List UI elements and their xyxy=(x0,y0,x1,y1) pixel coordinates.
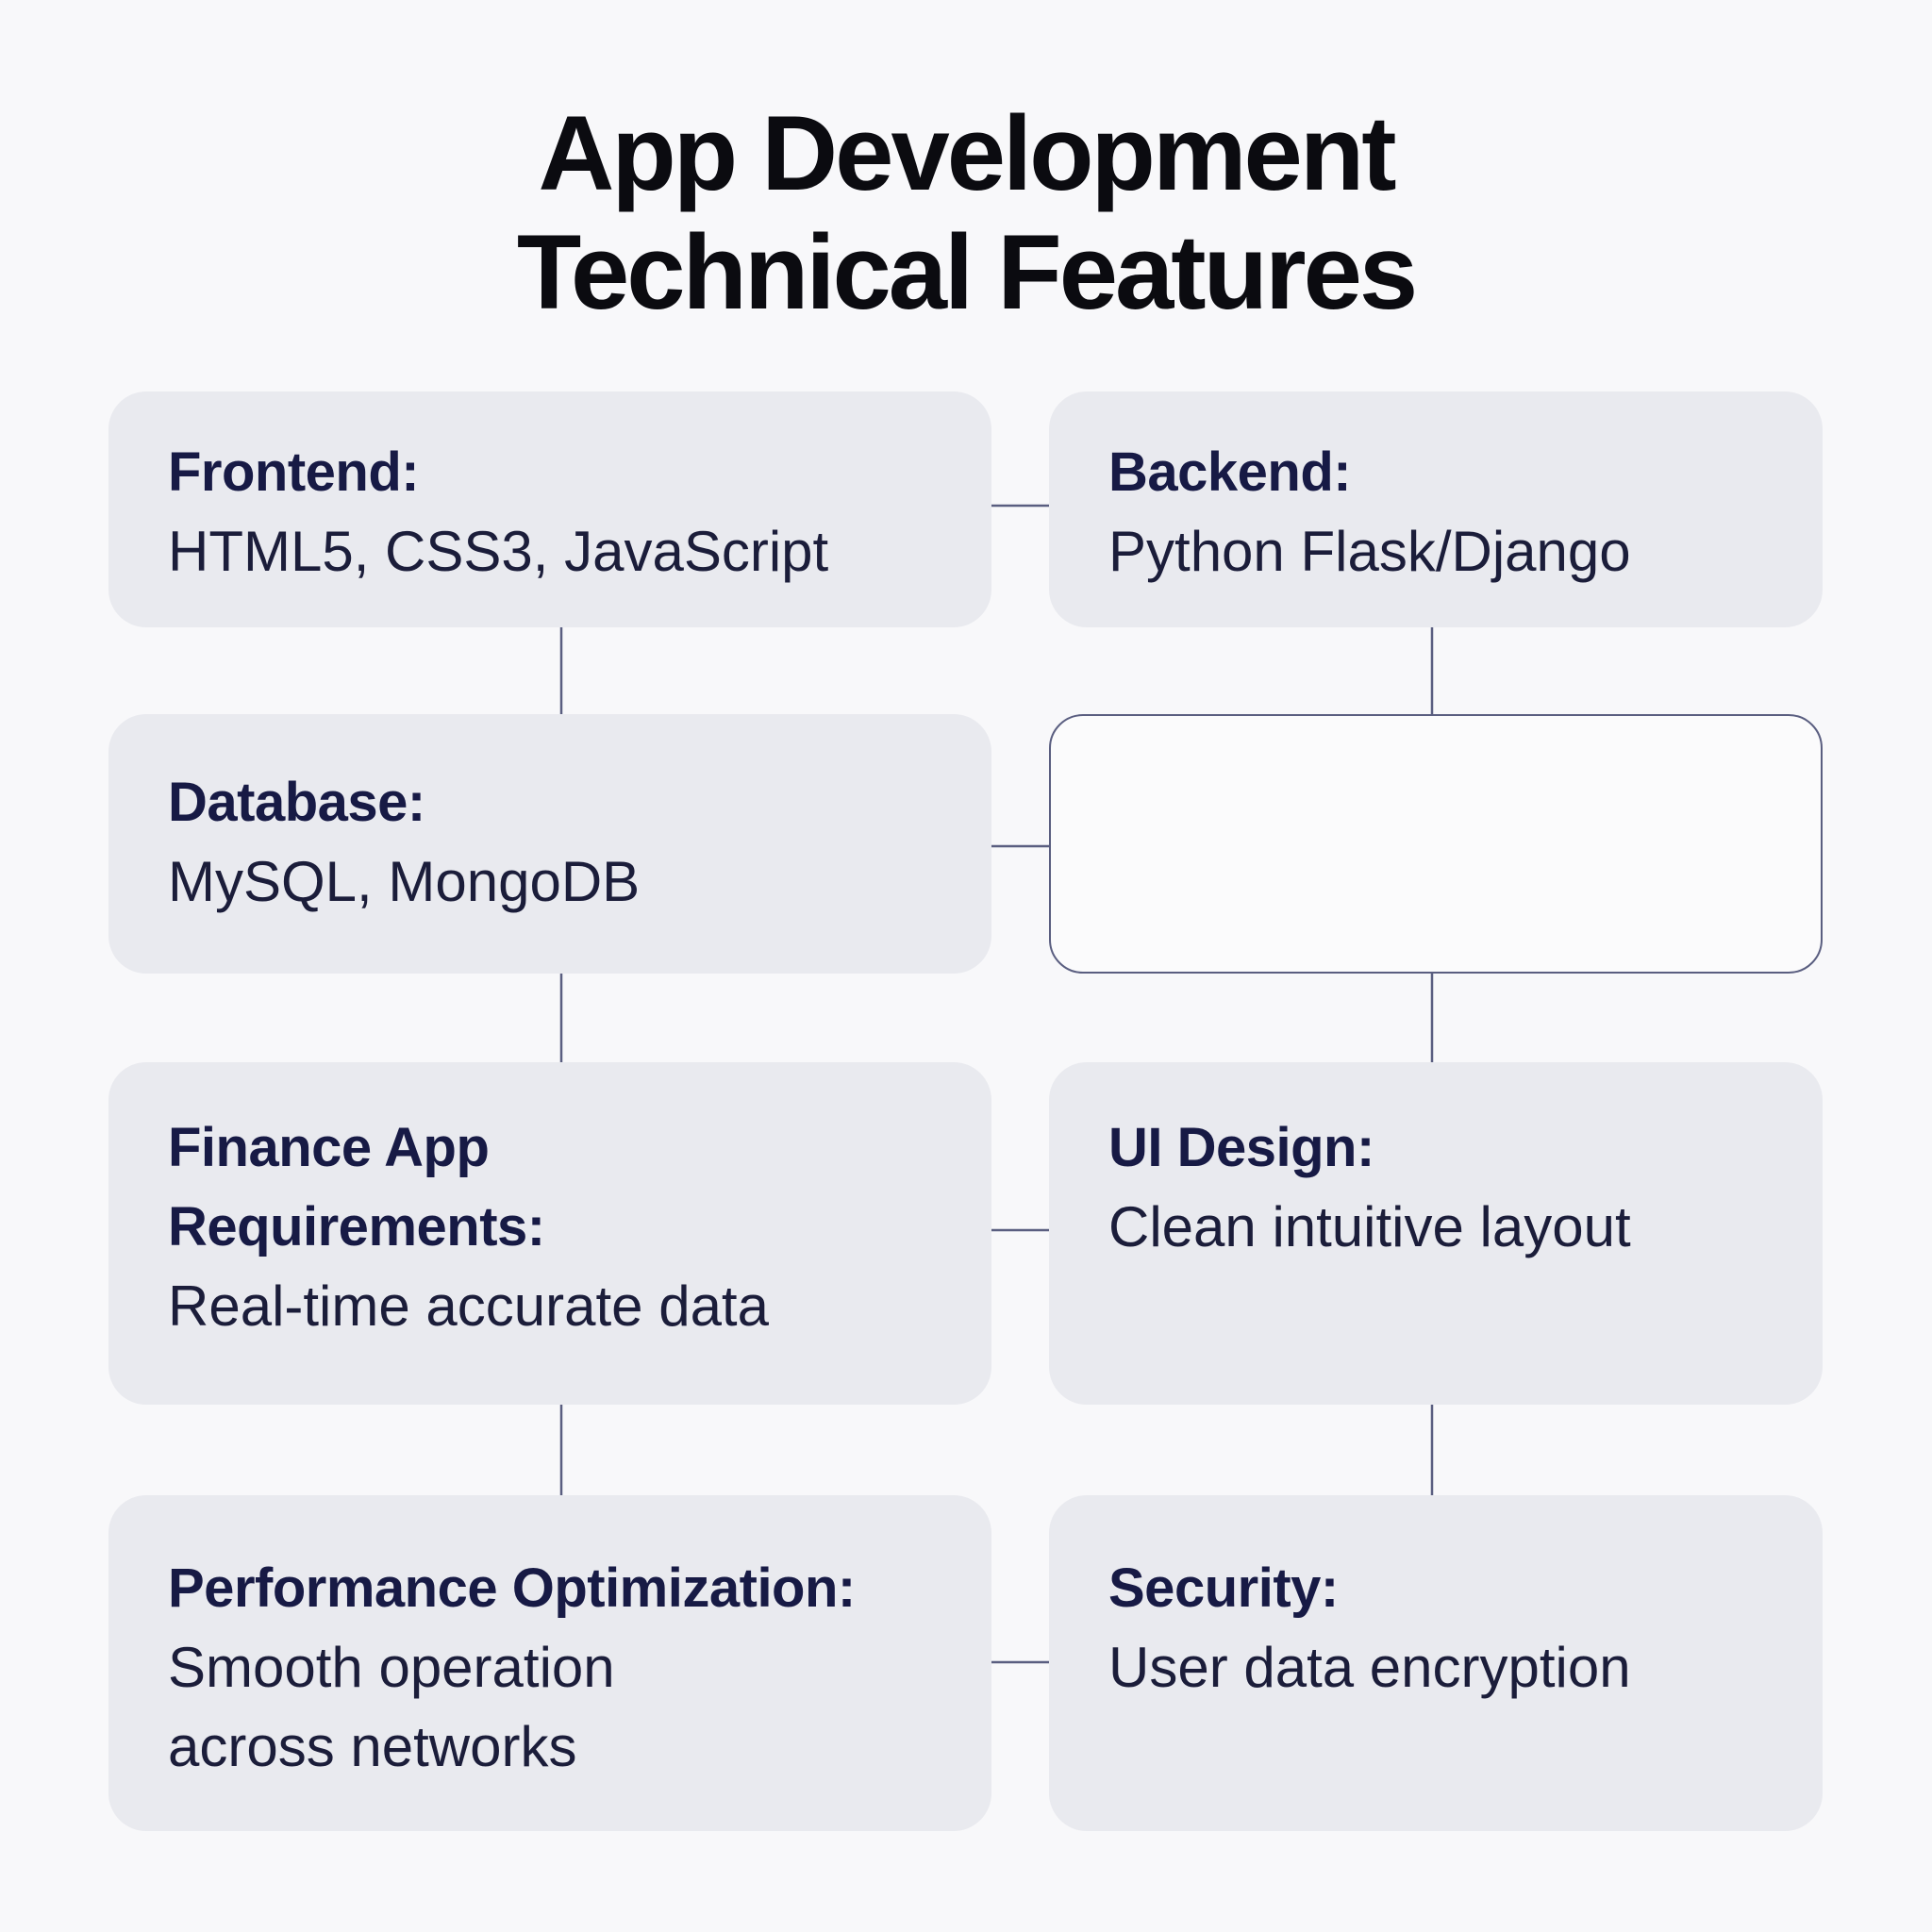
database-box: Database: MySQL, MongoDB xyxy=(108,714,991,974)
frontend-label: Frontend: xyxy=(168,441,420,503)
ui-design-box: UI Design: Clean intuitive layout xyxy=(1049,1062,1823,1405)
frontend-box: Frontend: HTML5, CSS3, JavaScript xyxy=(108,391,991,627)
performance-box: Performance Optimization: Smooth operati… xyxy=(108,1495,991,1831)
finance-label-line-2: Requirements: xyxy=(168,1196,545,1257)
performance-label: Performance Optimization: xyxy=(168,1557,856,1619)
empty-box xyxy=(1049,714,1823,974)
performance-value-line-1: Smooth operation xyxy=(168,1636,615,1699)
title-line-1: App Development xyxy=(538,94,1396,212)
security-value: User data encryption xyxy=(1108,1636,1631,1699)
ui-design-value: Clean intuitive layout xyxy=(1108,1195,1631,1258)
backend-value: Python Flask/Django xyxy=(1108,520,1631,583)
backend-label: Backend: xyxy=(1108,441,1352,503)
security-label: Security: xyxy=(1108,1557,1339,1619)
security-box: Security: User data encryption xyxy=(1049,1495,1823,1831)
finance-label-line-1: Finance App xyxy=(168,1117,490,1178)
performance-value-line-2: across networks xyxy=(168,1715,577,1778)
page-title: App Development Technical Features xyxy=(0,94,1932,332)
database-label: Database: xyxy=(168,772,425,833)
ui-design-label: UI Design: xyxy=(1108,1117,1374,1178)
backend-box: Backend: Python Flask/Django xyxy=(1049,391,1823,627)
finance-requirements-box: Finance App Requirements: Real-time accu… xyxy=(108,1062,991,1405)
title-line-2: Technical Features xyxy=(516,213,1418,331)
database-value: MySQL, MongoDB xyxy=(168,850,641,913)
frontend-value: HTML5, CSS3, JavaScript xyxy=(168,520,829,583)
finance-value: Real-time accurate data xyxy=(168,1274,769,1338)
